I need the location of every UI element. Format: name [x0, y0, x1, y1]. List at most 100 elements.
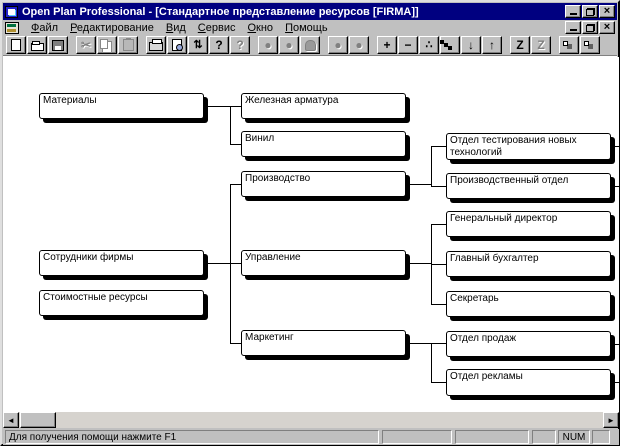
- expand-button[interactable]: +: [377, 36, 397, 54]
- connector-line: [230, 106, 231, 145]
- restore-icon: [585, 7, 595, 16]
- menu-view[interactable]: Вид: [165, 21, 186, 34]
- node-advertising-dept[interactable]: Отдел рекламы: [446, 369, 611, 396]
- move-down-button[interactable]: ↓: [461, 36, 481, 54]
- paste-button[interactable]: [118, 36, 138, 54]
- connector-line: [431, 264, 446, 265]
- menu-window[interactable]: Окно: [247, 21, 274, 34]
- copy-button[interactable]: [97, 36, 117, 54]
- node-production[interactable]: Производство: [241, 171, 406, 197]
- node-general-director[interactable]: Генеральный директор: [446, 211, 611, 237]
- horizontal-scrollbar[interactable]: ◄ ►: [3, 412, 619, 428]
- minimize-button[interactable]: [565, 5, 581, 18]
- dots-icon: ∴: [425, 38, 433, 51]
- rounded-node-icon: [304, 39, 316, 51]
- connector-line: [410, 263, 431, 264]
- level-steps-button[interactable]: [440, 36, 460, 54]
- close-button[interactable]: ×: [599, 5, 615, 18]
- node-cost-resources[interactable]: Стоимостные ресурсы: [39, 290, 204, 316]
- status-help-text: Для получения помощи нажмите F1: [5, 430, 379, 444]
- menu-service[interactable]: Сервис: [197, 21, 236, 34]
- connector-line: [208, 263, 241, 264]
- scroll-left-button[interactable]: ◄: [3, 412, 19, 428]
- connector-line: [410, 184, 431, 185]
- print-preview-icon: [172, 39, 183, 51]
- status-panel-3: [455, 430, 529, 444]
- diagram-canvas[interactable]: Материалы Железная арматура Винил Произв…: [3, 57, 619, 412]
- copy-icon: [100, 39, 108, 49]
- connector-line: [410, 343, 446, 344]
- status-num-lock: NUM: [558, 430, 590, 444]
- save-file-button[interactable]: [48, 36, 68, 54]
- cut-button[interactable]: ✂: [76, 36, 96, 54]
- scroll-right-button[interactable]: ►: [603, 412, 619, 428]
- node-vinyl[interactable]: Винил: [241, 131, 406, 157]
- node-person-button[interactable]: ●: [279, 36, 299, 54]
- node-sales-dept[interactable]: Отдел продаж: [446, 331, 611, 357]
- node-circle-2-button[interactable]: ●: [328, 36, 348, 54]
- paste-clipboard-icon: [122, 38, 134, 51]
- node-iron-fittings[interactable]: Железная арматура: [241, 93, 406, 119]
- status-panel-2: [382, 430, 452, 444]
- transfer-button[interactable]: ⇅: [188, 36, 208, 54]
- connector-line: [431, 343, 432, 383]
- node-marketing[interactable]: Маркетинг: [241, 330, 406, 356]
- window-tile-button[interactable]: [559, 36, 579, 54]
- connector-line: [230, 184, 241, 185]
- context-help-button[interactable]: ?: [230, 36, 250, 54]
- node-circle-button[interactable]: ●: [258, 36, 278, 54]
- node-rounded-button[interactable]: [300, 36, 320, 54]
- help-question-icon: ?: [215, 38, 223, 52]
- new-file-button[interactable]: [6, 36, 26, 54]
- node-secretary[interactable]: Секретарь: [446, 291, 611, 317]
- node-circle-3-button[interactable]: ●: [349, 36, 369, 54]
- scroll-right-arrow-icon: ►: [607, 415, 615, 425]
- plus-icon: +: [383, 38, 391, 52]
- node-management[interactable]: Управление: [241, 250, 406, 276]
- menu-bar: Файл Редактирование Вид Сервис Окно Помо…: [3, 20, 617, 35]
- zoom-z-alt-button[interactable]: Z: [531, 36, 551, 54]
- node-employees[interactable]: Сотрудники фирмы: [39, 250, 204, 276]
- menu-help[interactable]: Помощь: [285, 21, 328, 34]
- zoom-z-button[interactable]: Z: [510, 36, 530, 54]
- minus-icon: −: [404, 38, 412, 52]
- mdi-restore-button[interactable]: [582, 21, 598, 34]
- window-arrange-button[interactable]: [580, 36, 600, 54]
- link-dots-button[interactable]: ∴: [419, 36, 439, 54]
- circle-node-3-icon: ●: [355, 38, 363, 52]
- menu-edit[interactable]: Редактирование: [70, 21, 154, 34]
- printer-icon: [149, 39, 163, 51]
- mdi-close-button[interactable]: ×: [599, 21, 615, 34]
- open-file-button[interactable]: [27, 36, 47, 54]
- document-icon[interactable]: [5, 21, 19, 34]
- status-panel-6: [592, 430, 610, 444]
- window-title: Open Plan Professional - [Стандартное пр…: [22, 5, 419, 18]
- arrow-down-icon: ↓: [468, 38, 474, 52]
- help-button[interactable]: ?: [209, 36, 229, 54]
- node-testing-dept[interactable]: Отдел тестирования новых технологий: [446, 133, 611, 160]
- node-production-dept[interactable]: Производственный отдел: [446, 173, 611, 199]
- zoom-z-icon: Z: [516, 38, 524, 52]
- connector-line: [230, 184, 231, 344]
- minimize-icon: [569, 13, 577, 15]
- app-logo-icon[interactable]: [5, 5, 18, 18]
- restore-button[interactable]: [582, 5, 598, 18]
- node-chief-accountant[interactable]: Главный бухгалтер: [446, 251, 611, 277]
- connector-line: [431, 224, 446, 225]
- mdi-minimize-icon: [569, 29, 577, 31]
- print-button[interactable]: [146, 36, 166, 54]
- menu-file[interactable]: Файл: [31, 21, 59, 34]
- print-preview-button[interactable]: [167, 36, 187, 54]
- mdi-restore-icon: [585, 23, 595, 32]
- scrollbar-thumb[interactable]: [20, 412, 56, 428]
- status-panel-4: [532, 430, 556, 444]
- mdi-minimize-button[interactable]: [565, 21, 581, 34]
- connector-line: [431, 304, 446, 305]
- context-help-icon: ?: [236, 38, 244, 52]
- circle-node-icon: ●: [264, 38, 272, 52]
- node-materials[interactable]: Материалы: [39, 93, 204, 119]
- connector-line: [613, 186, 619, 187]
- toolbar: ✂ ⇅ ? ? ● ● ● ● + − ∴ ↓ ↑ Z Z: [3, 35, 617, 56]
- move-up-button[interactable]: ↑: [482, 36, 502, 54]
- collapse-button[interactable]: −: [398, 36, 418, 54]
